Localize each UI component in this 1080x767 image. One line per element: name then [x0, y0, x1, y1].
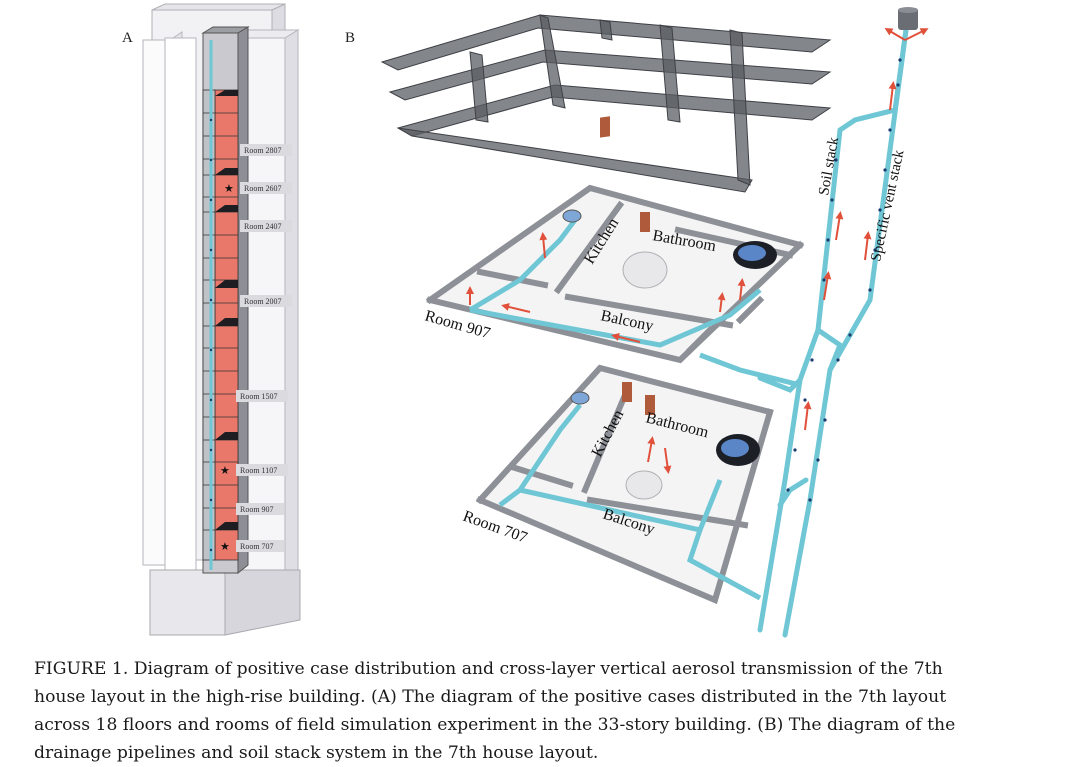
building-model — [142, 3, 301, 636]
caption-line: FIGURE 1. Diagram of positive case distr… — [34, 659, 943, 679]
star-icon: ★ — [220, 540, 230, 553]
upper-floor-slabs — [380, 14, 832, 193]
star-icon: ★ — [224, 182, 234, 195]
room-label-list: Room 2807 Room 2607 Room 2407 Room 2007 … — [236, 144, 292, 552]
room-label: Room 2607 — [244, 184, 282, 193]
panel-a-letter: A — [122, 30, 133, 46]
caption-line: drainage pipelines and soil stack system… — [34, 743, 599, 763]
lower-floor-plan: Room 707 Kitchen Bathroom Balcony — [461, 364, 774, 605]
figure-illustration: A — [122, 3, 929, 638]
room-label: Room 1107 — [240, 466, 277, 475]
room-label: Room 907 — [240, 505, 274, 514]
room-label: Room 2007 — [244, 297, 282, 306]
room-label: Room 707 — [240, 542, 274, 551]
caption-line: house layout in the high-rise building. … — [34, 687, 947, 707]
caption-line: across 18 floors and rooms of field simu… — [34, 715, 956, 735]
star-icon: ★ — [220, 464, 230, 477]
vent-stack-label: Specific vent stack — [868, 148, 907, 263]
upper-floor-plan: Room 907 Kitchen Bathroom Balcony — [423, 116, 805, 388]
room-label: Room 1507 — [240, 392, 278, 401]
panel-b-letter: B — [345, 30, 355, 46]
figure-caption: FIGURE 1. Diagram of positive case distr… — [34, 655, 1064, 767]
room-label: Room 2807 — [244, 146, 282, 155]
room-label: Room 2407 — [244, 222, 282, 231]
stack-system: Soil stack Specific vent stack — [757, 7, 929, 638]
